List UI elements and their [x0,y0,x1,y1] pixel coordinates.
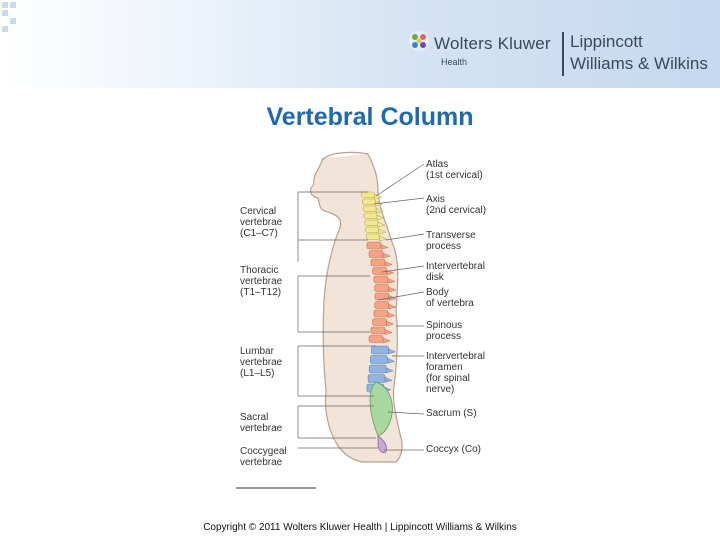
cervical-vertebra [364,219,379,226]
thoracic-vertebra [368,250,384,258]
publisher-line-1: Lippincott [570,32,643,51]
atlas-label: Atlas (1st cervical) [426,159,483,181]
thoracic-vertebra-process [386,320,395,327]
head-outline [322,151,369,161]
cervical-vertebrae-group [361,191,388,242]
thoracic-vertebra [372,267,387,275]
slide-title: Vertebral Column [266,103,474,131]
lumbar-vertebra [370,355,388,364]
thoracic-vertebra [374,284,390,292]
cervical-vertebra-process [378,228,387,235]
vertebral-column-illustration [297,151,425,463]
thoracic-vertebrae-label: Thoracic vertebrae (T1–T12) [240,265,283,298]
lumbar-vertebrae-label: Lumbar vertebrae (L1–L5) [240,346,283,379]
lumbar-vertebra [368,364,387,374]
thoracic-vertebra [372,318,387,326]
thoracic-vertebra [370,258,386,267]
coccyx-label: Coccyx (Co) [426,444,482,455]
thoracic-vertebra [368,335,384,343]
sacral-vertebrae-label: Sacral vertebrae [240,412,283,434]
decor-square [10,2,16,8]
decor-square [2,2,8,8]
publisher-line-2: Williams & Wilkins [570,54,708,73]
cervical-vertebra [361,191,375,198]
axis-label: Axis (2nd cervical) [426,194,487,216]
intervertebral-foramen-label: Intervertebral foramen (for spinal nerve… [426,351,485,395]
thoracic-vertebra-process [388,303,397,310]
thoracic-vertebra [374,301,390,309]
thoracic-vertebra [366,241,382,250]
transverse-process-label: Transverse process [426,230,476,252]
brand-division: Health [441,57,468,67]
cervical-vertebra [362,205,377,212]
thoracic-vertebra-process [387,278,396,284]
cervical-vertebra [366,233,380,240]
thoracic-vertebra-process [384,329,393,335]
thoracic-vertebra [370,326,386,335]
cervical-vertebra [363,212,378,219]
thoracic-vertebrae-group [366,241,397,344]
brand-divider [562,32,564,76]
lumbar-vertebra-process [388,348,397,355]
thoracic-vertebra-process [384,261,393,267]
thoracic-vertebra-process [387,312,396,318]
brand-name: Wolters Kluwer [434,34,551,53]
cervical-vertebra-process [376,214,385,221]
cervical-vertebrae-label: Cervical vertebrae (C1–C7) [240,206,283,239]
cervical-vertebra-process [379,235,388,242]
thoracic-vertebra [373,275,389,284]
thoracic-vertebra-process [382,337,391,344]
slide-header-banner: Wolters Kluwer Health Lippincott William… [0,0,720,88]
cervical-vertebra-process [375,207,384,214]
right-leader-lines [373,163,425,451]
lumbar-vertebra [371,345,389,355]
cervical-vertebra [362,198,376,205]
decor-square [2,10,8,16]
lumbar-vertebra [367,374,386,383]
thoracic-vertebra-process [388,286,397,293]
lumbar-vertebra-process [387,357,396,364]
cervical-vertebra-process [374,193,383,200]
thoracic-vertebra-process [380,244,389,250]
cervical-vertebra [365,226,379,233]
figure-credit-line [236,487,316,489]
decor-square [2,26,8,32]
spinous-process-label: Spinous process [426,320,463,342]
decor-square [10,18,16,24]
lumbar-vertebra-process [385,367,394,374]
cervical-vertebra-process [377,221,386,228]
copyright-footer: Copyright © 2011 Wolters Kluwer Health |… [203,522,517,533]
wolters-kluwer-logo-icon [409,31,429,51]
coccygeal-vertebrae-label: Coccygeal vertebrae [240,446,287,468]
lumbar-vertebra-process [384,376,393,383]
thoracic-vertebra-process [382,252,391,259]
intervertebral-disk-label: Intervertebral disk [426,261,485,283]
sacrum-label: Sacrum (S) [426,408,477,419]
left-leader-lines [297,191,378,449]
vertebral-body-label: Body of vertebra [426,287,474,309]
coccyx-shape [377,435,387,453]
thoracic-vertebra [373,309,389,318]
